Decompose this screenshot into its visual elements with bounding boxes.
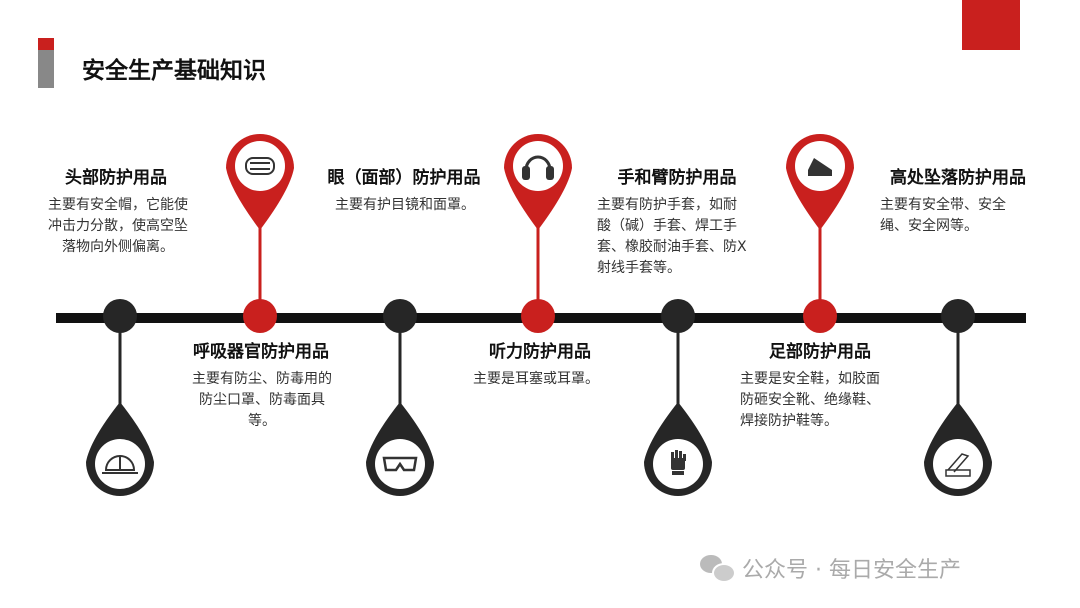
item-body-eye: 主要有护目镜和面罩。	[335, 197, 475, 213]
item-heading-fall: 高处坠落防护用品	[890, 168, 1026, 188]
safety-shoes-icon	[808, 158, 832, 176]
item-heading-respiratory: 呼吸器官防护用品	[193, 342, 329, 362]
page-title: 安全生产基础知识	[82, 58, 266, 84]
safety-belt-icon	[945, 453, 971, 477]
face-mask-icon	[245, 157, 275, 175]
item-heading-hearing: 听力防护用品	[489, 342, 591, 362]
pin-down-eye	[366, 299, 434, 496]
item-heading-head: 头部防护用品	[65, 168, 167, 188]
item-heading-eye: 眼（面部）防护用品	[327, 168, 481, 188]
pin-down-fall	[924, 299, 992, 496]
pin-up-hearing	[504, 134, 572, 333]
item-body-fall: 主要有安全带、安全绳、安全网等。	[880, 197, 1006, 234]
glove-icon	[671, 450, 686, 475]
item-body-hearing: 主要是耳塞或耳罩。	[473, 371, 599, 387]
item-body-hand: 主要有防护手套，如耐酸（碱）手套、焊工手套、橡胶耐油手套、防X射线手套等。	[597, 197, 747, 276]
item-body-head: 主要有安全帽，它能使冲击力分散，使高空坠落物向外侧偏离。	[48, 197, 188, 255]
pin-down-hand	[644, 299, 712, 496]
hard-hat-icon	[102, 455, 138, 474]
title-accent-gray	[38, 50, 54, 88]
pin-up-respiratory	[226, 133, 294, 333]
item-body-respiratory: 主要有防尘、防毒用的防尘口罩、防毒面具等。	[192, 371, 332, 429]
item-body-foot: 主要是安全鞋，如胶面防砸安全靴、绝缘鞋、焊接防护鞋等。	[740, 371, 880, 429]
watermark: 公众号 · 每日安全生产	[700, 552, 961, 584]
watermark-text: 公众号 · 每日安全生产	[742, 558, 961, 583]
item-heading-hand: 手和臂防护用品	[617, 168, 737, 188]
top-right-red-block	[962, 0, 1020, 50]
title-accent-red	[38, 38, 54, 50]
goggles-icon	[382, 456, 418, 472]
wechat-icon	[700, 555, 736, 583]
item-heading-foot: 足部防护用品	[769, 342, 871, 362]
earmuffs-icon	[522, 155, 554, 180]
